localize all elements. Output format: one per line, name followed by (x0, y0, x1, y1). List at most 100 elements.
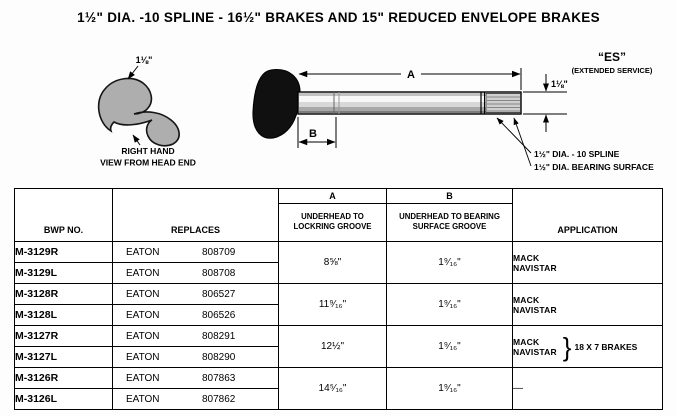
replaces-cell: EATON 808708 (112, 262, 279, 284)
replaces-part-number: 807863 (202, 372, 236, 384)
dimension-b: B (297, 117, 337, 148)
dim-a-value: 14⁵⁄₁₆" (278, 367, 387, 410)
bwp-number: M-3129L (14, 262, 113, 284)
head-dimension-label: 1⅛" (136, 55, 153, 65)
spline-lines (487, 96, 520, 112)
col-header-application: APPLICATION (512, 188, 663, 242)
shaft-shading (299, 107, 520, 111)
application-line: MACK (513, 336, 540, 347)
replaces-brand: EATON (126, 309, 160, 321)
replaces-brand: EATON (126, 246, 160, 258)
application-cell: MACK NAVISTAR (512, 241, 663, 284)
replaces-cell: EATON 807862 (112, 388, 279, 410)
application-cell: MACK NAVISTAR } 18 X 7 BRAKES (512, 325, 663, 368)
replaces-part-number: 806527 (202, 288, 236, 300)
page-title: 1½" DIA. -10 SPLINE - 16½" BRAKES AND 15… (77, 10, 600, 25)
bwp-number: M-3127L (14, 346, 113, 368)
application-line: — (513, 383, 523, 394)
replaces-part-number: 808290 (202, 351, 236, 363)
bwp-number: M-3128R (14, 283, 113, 305)
shaft-shading (299, 102, 520, 107)
shaft-end-dimension: 1⅛" (523, 74, 568, 132)
dim-a-label-mask (401, 67, 421, 81)
table-row: M-3126R EATON 807863 14⁵⁄₁₆" 1⁹⁄₁₆" — (14, 367, 663, 410)
dim-b-value: 1⁹⁄₁₆" (386, 241, 513, 284)
replaces-cell: EATON 808290 (112, 346, 279, 368)
es-callout: “ES” (EXTENDED SERVICE) (572, 50, 653, 75)
col-a-letter: A (279, 189, 386, 204)
table-row: M-3127L EATON 808290 (14, 346, 663, 368)
bwp-number: M-3126L (14, 388, 113, 410)
bwp-number: M-3126R (14, 367, 113, 389)
replaces-brand: EATON (126, 351, 160, 363)
dim-b-value: 1⁹⁄₁₆" (386, 325, 513, 368)
dim-b-label: B (309, 128, 317, 140)
replaces-part-number: 807862 (202, 393, 236, 405)
shaft-highlight (299, 96, 520, 102)
col-b-description: UNDERHEAD TO BEARING SURFACE GROOVE (399, 211, 500, 231)
col-a-description: UNDERHEAD TO LOCKRING GROOVE (293, 211, 372, 231)
table-row: M-3129R EATON 808709 8⅝" 1⁹⁄₁₆" MACK NAV… (14, 241, 663, 284)
replaces-brand: EATON (126, 393, 160, 405)
application-line: NAVISTAR (513, 346, 557, 357)
cam-head-end-view: 1⅛" RIGHT HAND VIEW FROM HEAD END (97, 55, 196, 168)
dim-b-value: 1⁹⁄₁₆" (386, 367, 513, 410)
spline-note-leader (496, 117, 532, 154)
replaces-brand: EATON (126, 267, 160, 279)
dimension-a: A (298, 67, 522, 90)
es-subtitle: (EXTENDED SERVICE) (572, 66, 653, 75)
camshaft-diagram: 1⅛" RIGHT HAND VIEW FROM HEAD END (97, 50, 654, 172)
shaft-shading (299, 111, 520, 114)
bearing-note: 1½" DIA. BEARING SURFACE (534, 162, 654, 172)
replaces-brand: EATON (126, 288, 160, 300)
shaft-shading (299, 93, 520, 96)
table-header: BWP NO. REPLACES A UNDERHEAD TO LOCKRING… (14, 188, 663, 242)
view-from-head-end-label: VIEW FROM HEAD END (100, 158, 196, 168)
shaft-end-dimension-label: 1⅛" (551, 79, 568, 89)
dim-a-label: A (407, 69, 415, 81)
replaces-cell: EATON 808709 (112, 241, 279, 263)
table-row: M-3129L EATON 808708 (14, 262, 663, 284)
diameter-notes: 1½" DIA. - 10 SPLINE 1½" DIA. BEARING SU… (496, 117, 654, 172)
dim-a-value: 8⅝" (278, 241, 387, 284)
replaces-cell: EATON 808291 (112, 325, 279, 347)
application-line: MACK (513, 294, 540, 305)
table-row: M-3128R EATON 806527 11⁹⁄₁₆" 1⁹⁄₁₆" MACK… (14, 283, 663, 326)
spline-note: 1½" DIA. - 10 SPLINE (534, 149, 620, 159)
brace-glyph: } (562, 331, 572, 362)
replaces-part-number: 806526 (202, 309, 236, 321)
bwp-number: M-3128L (14, 304, 113, 326)
spline-section (485, 93, 521, 113)
bearing-note-leader (513, 117, 532, 167)
es-title: “ES” (598, 50, 626, 64)
bwp-number: M-3129R (14, 241, 113, 263)
dim-a-value: 11⁹⁄₁₆" (278, 283, 387, 326)
replaces-part-number: 808708 (202, 267, 236, 279)
application-cell: MACK NAVISTAR (512, 283, 663, 326)
table-row: M-3126L EATON 807862 (14, 388, 663, 410)
replaces-part-number: 808709 (202, 246, 236, 258)
col-header-bwp: BWP NO. (14, 188, 113, 242)
replaces-part-number: 808291 (202, 330, 236, 342)
application-cell: — (512, 367, 663, 410)
right-hand-leader (132, 134, 141, 146)
application-line: NAVISTAR (513, 262, 557, 273)
head-dimension-leader (127, 65, 139, 80)
application-line: NAVISTAR (513, 304, 557, 315)
cam-head-side-shape (252, 69, 301, 139)
bwp-number: M-3127R (14, 325, 113, 347)
col-b-letter: B (387, 189, 512, 204)
camshaft-side-view (252, 69, 522, 139)
brake-size-note: 18 X 7 BRAKES (574, 341, 638, 352)
replaces-cell: EATON 806526 (112, 304, 279, 326)
dim-a-value: 12½" (278, 325, 387, 368)
cam-head-shape (97, 77, 180, 147)
col-header-b: B UNDERHEAD TO BEARING SURFACE GROOVE (386, 188, 513, 242)
col-header-replaces: REPLACES (112, 188, 279, 242)
right-hand-label: RIGHT HAND (121, 146, 174, 156)
parts-table: BWP NO. REPLACES A UNDERHEAD TO LOCKRING… (14, 188, 663, 410)
application-line: MACK (513, 252, 540, 263)
dim-b-value: 1⁹⁄₁₆" (386, 283, 513, 326)
col-header-a: A UNDERHEAD TO LOCKRING GROOVE (278, 188, 387, 242)
replaces-cell: EATON 807863 (112, 367, 279, 389)
